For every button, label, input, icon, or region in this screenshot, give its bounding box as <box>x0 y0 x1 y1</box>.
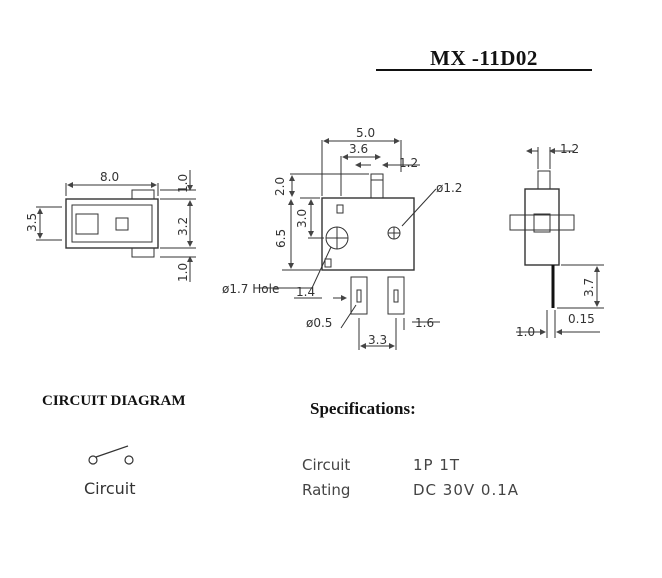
circuit-diagram-heading: CIRCUIT DIAGRAM <box>42 393 186 409</box>
spec-rating-value: DC 30V 0.1A <box>413 481 520 499</box>
dim-left-mid: 3.2 <box>176 217 190 236</box>
front-view <box>259 138 440 350</box>
dim-pin-right: 1.6 <box>415 316 434 330</box>
dim-left-bottom: 1.0 <box>176 263 190 282</box>
switch-lever <box>95 445 129 458</box>
side-view-body <box>524 188 560 266</box>
spec-circuit-value: 1P 1T <box>413 456 461 474</box>
actuator <box>370 173 384 199</box>
dim-front-width: 5.0 <box>356 126 375 140</box>
dim-front-pin-offset: 3.6 <box>349 142 368 156</box>
dim-left-width: 8.0 <box>100 170 119 184</box>
part-number-title: MX -11D02 <box>430 46 538 70</box>
top-view-tab-bottom <box>131 247 155 258</box>
dim-pin-pitch: 3.3 <box>368 333 387 347</box>
top-view-tab-top <box>131 189 155 200</box>
dim-front-actuator-height: 2.0 <box>273 177 287 196</box>
spec-circuit-name: Circuit <box>302 456 351 474</box>
side-view <box>509 147 604 338</box>
side-actuator <box>537 170 551 190</box>
dim-front-pin-gap: 1.4 <box>296 285 315 299</box>
top-view-inner <box>71 204 153 243</box>
terminal-left <box>350 276 368 315</box>
dim-left-top: 1.0 <box>176 174 190 193</box>
specifications-heading: Specifications: <box>310 399 416 418</box>
dim-left-height: 3.5 <box>25 213 39 232</box>
dim-hole-callout: ø1.7 Hole <box>222 282 279 296</box>
switch-contact-left <box>88 455 98 465</box>
top-view-body <box>65 198 159 249</box>
dim-pin-dia: ø0.5 <box>306 316 332 330</box>
title-underline <box>376 69 592 71</box>
top-view <box>36 170 196 282</box>
terminal-right <box>387 276 405 315</box>
switch-contact-right <box>124 455 134 465</box>
dim-front-hole-offset: 3.0 <box>295 209 309 228</box>
dim-side-thickness: 1.0 <box>516 325 535 339</box>
top-view-slot-left <box>75 213 99 235</box>
circuit-symbol-label: Circuit <box>84 479 136 498</box>
dim-side-pin-length: 3.7 <box>582 278 596 297</box>
dim-front-actuator-width: 1.2 <box>399 156 418 170</box>
front-view-body <box>321 197 415 271</box>
top-view-slot-center <box>115 217 129 231</box>
dim-side-actuator: 1.2 <box>560 142 579 156</box>
dim-front-mount-dia: ø1.2 <box>436 181 462 195</box>
dim-side-pin-width: 0.15 <box>568 312 595 326</box>
switch-symbol <box>88 445 134 465</box>
dim-front-body-height: 6.5 <box>274 229 288 248</box>
spec-rating-name: Rating <box>302 481 351 499</box>
